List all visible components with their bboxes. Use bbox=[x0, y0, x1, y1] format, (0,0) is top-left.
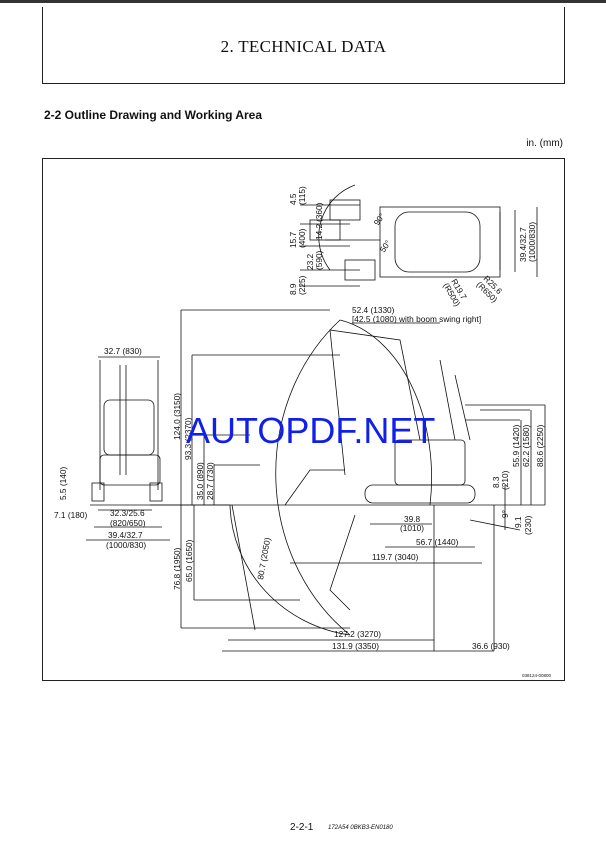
dim-label: 5.5 (140) bbox=[58, 467, 68, 500]
angle-label: 9° bbox=[500, 510, 510, 518]
page-number: 2-2-1 bbox=[290, 822, 314, 833]
dim-label: 35.0 (890) bbox=[195, 462, 205, 500]
dim-label: 23.2 bbox=[305, 253, 315, 270]
dim-label: (1000/830) bbox=[106, 540, 146, 550]
dim-label: [42.5 (1080) with boom swing right] bbox=[352, 314, 481, 324]
dim-label: (230) bbox=[523, 515, 533, 535]
dim-label: 88.6 (2250) bbox=[535, 424, 545, 467]
dim-label: 39.4/32.7 bbox=[108, 530, 143, 540]
watermark: AUTOPDF.NET bbox=[186, 410, 436, 451]
dim-label: (590) bbox=[314, 250, 324, 270]
drawing-frame bbox=[42, 158, 565, 681]
document-code: 172A54 0BKB3-EN0180 bbox=[328, 825, 393, 831]
dim-label: (820/650) bbox=[110, 518, 146, 528]
dim-label: 8.9 bbox=[288, 283, 298, 295]
dim-label: 119.7 (3040) bbox=[372, 552, 419, 562]
top-view-body bbox=[394, 211, 481, 273]
section-heading: 2-2 Outline Drawing and Working Area bbox=[44, 108, 263, 122]
dim-label: (400) bbox=[297, 228, 307, 248]
dim-label: (1000/830) bbox=[527, 222, 537, 262]
side-view-dimensions: 52.4 (1330) [42.5 (1080) with boom swing… bbox=[172, 305, 552, 678]
dim-label: (225) bbox=[297, 275, 307, 295]
dim-label: 93.3 (2370) bbox=[183, 417, 193, 460]
dim-label: (1010) bbox=[400, 523, 424, 533]
dim-label: 36.6 (930) bbox=[472, 641, 510, 651]
top-view-dimensions: 4.5 (115) 15.7 (400) 14.2 (360) 23.2 (59… bbox=[288, 186, 537, 308]
dim-label: 124.0 (3150) bbox=[172, 393, 182, 440]
drawing-lines bbox=[86, 184, 546, 652]
dim-label: 15.7 bbox=[288, 231, 298, 248]
dim-label: 32.3/25.6 bbox=[110, 508, 145, 518]
dim-label: 55.9 (1420) bbox=[511, 424, 521, 467]
dim-label: 8.3 bbox=[491, 476, 501, 488]
dim-label: 32.7 (830) bbox=[104, 346, 142, 356]
dim-label: 28.7 (730) bbox=[205, 462, 215, 500]
figure-code: 038124-00800 bbox=[522, 673, 552, 678]
dim-label: (210) bbox=[500, 470, 510, 490]
header-box: 2. TECHNICAL DATA bbox=[42, 7, 565, 84]
dim-label: 39.4/32.7 bbox=[518, 227, 528, 262]
dim-label: (360) bbox=[314, 202, 324, 222]
dim-label: 56.7 (1440) bbox=[416, 537, 459, 547]
dim-label: 39.8 bbox=[404, 514, 421, 524]
dim-label: 52.4 (1330) bbox=[352, 305, 395, 315]
dim-label: (115) bbox=[297, 186, 307, 205]
dim-label: 62.2 (1580) bbox=[521, 424, 531, 467]
top-rule bbox=[0, 0, 606, 3]
dim-label: 76.8 (1950) bbox=[172, 547, 182, 590]
dim-label: 14.2 bbox=[314, 223, 324, 240]
dim-label: 65.0 (1650) bbox=[184, 539, 194, 582]
dim-label: 4.5 bbox=[288, 193, 298, 205]
dim-label: 131.9 (3350) bbox=[332, 641, 379, 651]
angle-label: 90° bbox=[371, 211, 386, 227]
units-label: in. (mm) bbox=[526, 138, 563, 149]
page-title: 2. TECHNICAL DATA bbox=[220, 37, 387, 56]
dim-label: 80.7 (2050) bbox=[255, 537, 272, 581]
dim-label: 9.1 bbox=[513, 516, 523, 528]
dim-label: 127.2 (3270) bbox=[334, 629, 381, 639]
dim-label: 7.1 (180) bbox=[54, 510, 87, 520]
front-view-dimensions: 32.7 (830) 5.5 (140) 7.1 (180) 32.3/25.6… bbox=[54, 346, 146, 550]
